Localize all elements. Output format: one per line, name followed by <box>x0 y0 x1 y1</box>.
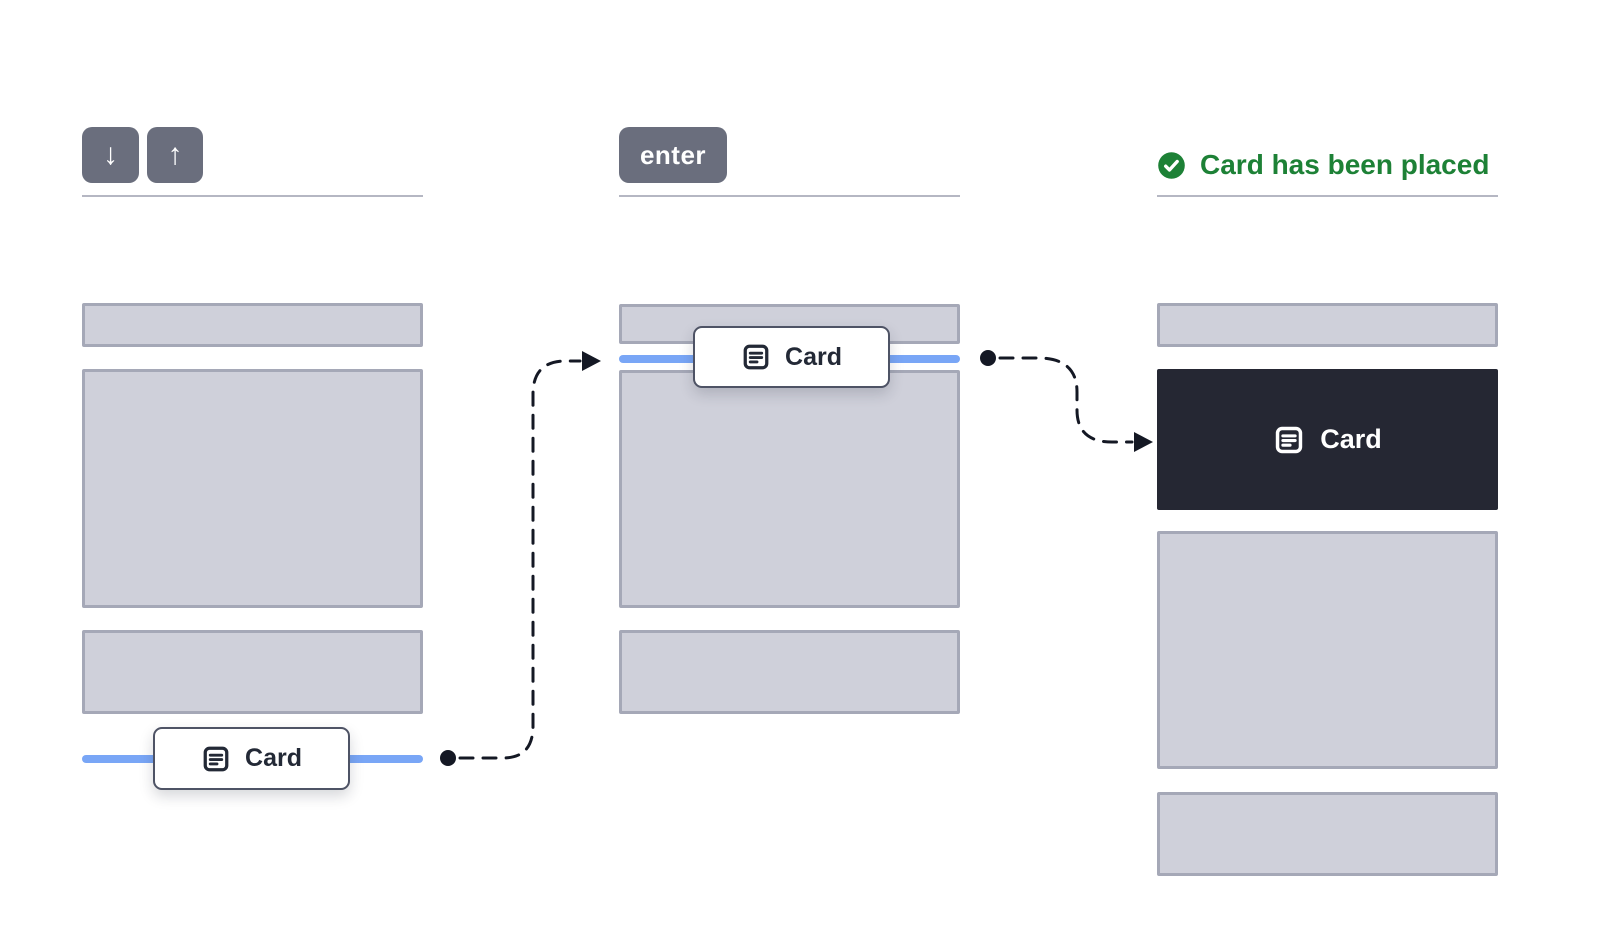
step3-list-row-placeholder <box>1157 792 1498 876</box>
success-status-label: Card has been placed <box>1200 149 1490 180</box>
step2-dragged-card[interactable]: Card <box>693 326 890 388</box>
card-icon <box>743 344 769 370</box>
step3-list-row-placeholder <box>1157 303 1498 347</box>
step3-list-row-placeholder <box>1157 531 1498 769</box>
flow1-start-dot <box>440 750 456 766</box>
flow2-dashed-arrow <box>998 356 1134 444</box>
step1-list-row-placeholder <box>82 303 423 347</box>
step2-divider <box>619 195 960 197</box>
key-enter[interactable]: enter <box>619 127 727 183</box>
flow1-arrowhead-icon <box>582 351 601 371</box>
card-label: Card <box>1320 424 1382 454</box>
step3-divider <box>1157 195 1498 197</box>
flow1-dashed-arrow <box>458 359 582 760</box>
card-label: Card <box>785 342 842 371</box>
card-icon <box>1276 426 1303 453</box>
arrow-down-icon: ↓ <box>103 138 118 171</box>
key-arrow-down[interactable]: ↓ <box>82 127 139 183</box>
card-label: Card <box>245 744 302 772</box>
step3-placed-card[interactable]: Card <box>1157 369 1498 510</box>
step1-list-row-placeholder <box>82 369 423 608</box>
step1-dragged-card[interactable]: Card <box>153 727 350 790</box>
enter-key-label: enter <box>639 140 707 170</box>
flow2-arrowhead-icon <box>1134 432 1153 452</box>
check-circle-icon <box>1158 151 1185 179</box>
card-icon <box>203 746 229 771</box>
step1-list-row-placeholder <box>82 630 423 714</box>
success-status: Card has been placed <box>1157 147 1498 183</box>
step2-list-row-placeholder <box>619 370 960 608</box>
key-arrow-up[interactable]: ↑ <box>147 127 203 183</box>
step2-list-row-placeholder <box>619 630 960 714</box>
arrow-up-icon: ↑ <box>167 138 183 171</box>
step1-divider <box>82 195 423 197</box>
flow2-start-dot <box>980 350 996 366</box>
